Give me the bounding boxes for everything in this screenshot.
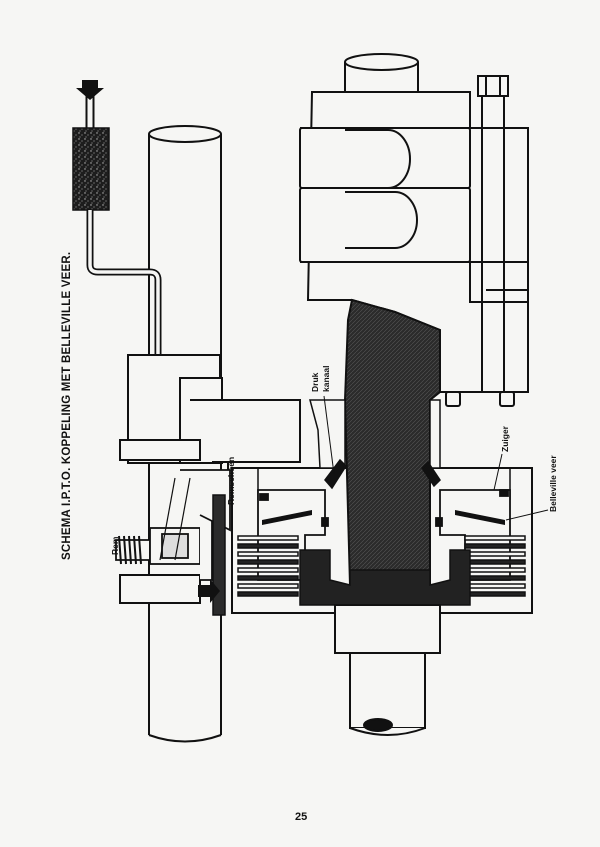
inflow-arrow-icon [76,80,104,100]
brake-shoe [212,494,226,616]
valve-block [119,354,301,604]
label-druk: Druk [310,372,320,392]
belleville-spring-left [262,510,312,525]
belleville-spring-right [455,510,505,525]
diagram-title: SCHEMA I.P.T.O. KOPPELING MET BELLEVILLE… [61,252,73,560]
clutch-hub [299,549,471,606]
label-belleville: Belleville veer [548,455,558,512]
clutch-plates-left [237,535,299,597]
label-remschoen: Remschoen [226,457,236,505]
brake-arrow-icon [198,579,220,603]
gear-housing [299,53,529,407]
output-shaft [334,604,441,736]
label-zuiger: Zuiger [500,425,510,452]
label-rem: Rem [110,536,120,555]
oil-filter [72,127,110,211]
label-kanaal: kanaal [321,366,331,392]
pressure-channel [309,399,441,490]
central-shaft [343,298,441,586]
page-number: 25 [295,811,307,823]
